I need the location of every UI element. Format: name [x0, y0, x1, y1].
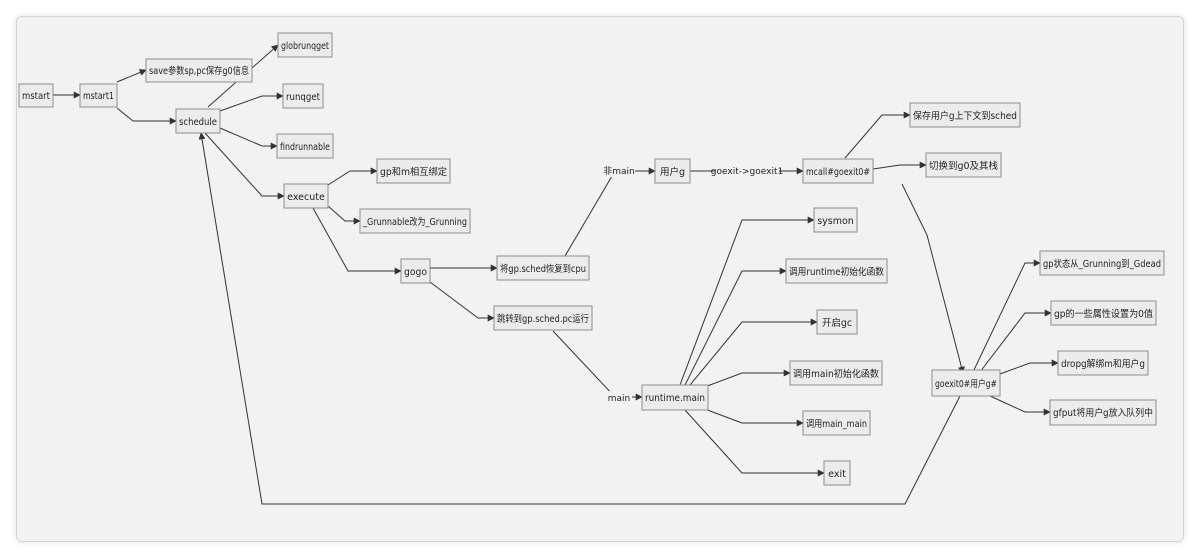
node-gp-props[interactable]: gp的一些属性设置为0值 [1050, 300, 1157, 326]
node-gfput[interactable]: gfput将用户g放入队列中 [1049, 399, 1157, 426]
node-main-main[interactable]: 调用main_main [802, 410, 871, 436]
node-gp-m-bind[interactable]: gp和m相互绑定 [376, 158, 451, 184]
svg-text:将gp.sched恢复到cpu: 将gp.sched恢复到cpu [500, 263, 586, 275]
edge-mstart1-schedule [116, 107, 177, 125]
edge-mcall-switch [872, 161, 927, 170]
svg-text:用户g: 用户g [660, 166, 685, 178]
svg-text:gp和m相互绑定: gp和m相互绑定 [380, 166, 447, 178]
edge-execute-gogo [312, 207, 402, 275]
svg-text:_Grunnable改为_Grunning: _Grunnable改为_Grunning [362, 216, 467, 228]
node-goexit0[interactable]: goexit0#用户g# [931, 369, 1001, 397]
edge-label-non-main: 非main [603, 165, 635, 177]
node-switch-g0[interactable]: 切换到g0及其栈 [925, 152, 1002, 178]
node-mcall[interactable]: mcall#goexit0# [802, 158, 874, 184]
edge-mcall-save [844, 111, 911, 159]
node-mstart[interactable]: mstart [18, 83, 54, 108]
node-runtime-init[interactable]: 调用runtime初始化函数 [785, 258, 888, 284]
svg-text:切换到g0及其栈: 切换到g0及其栈 [929, 160, 998, 172]
node-execute[interactable]: execute [283, 183, 329, 209]
node-gogo[interactable]: gogo [400, 258, 431, 284]
node-globrunqget[interactable]: globrunqget [277, 32, 333, 58]
svg-text:exit: exit [828, 469, 846, 480]
edge-jump-runtimemain [552, 330, 643, 401]
node-runtime-main[interactable]: runtime.main [641, 384, 709, 411]
node-dropg[interactable]: dropg解绑m和用户g [1057, 350, 1149, 376]
edge-goexit0-status [972, 259, 1041, 373]
node-save-params[interactable]: save参数sp,pc保存g0信息 [145, 58, 253, 83]
node-gp-status[interactable]: gp状态从_Grunning到_Gdead [1039, 250, 1165, 276]
edge-rt-sysmon [679, 216, 815, 386]
svg-text:gp状态从_Grunning到_Gdead: gp状态从_Grunning到_Gdead [1043, 258, 1161, 270]
svg-text:gogo: gogo [404, 267, 427, 278]
edge-rt-maininit [701, 369, 791, 389]
edge-mcall-goexit0 [901, 183, 965, 374]
svg-text:gfput将用户g放入队列中: gfput将用户g放入队列中 [1053, 407, 1153, 419]
svg-text:execute: execute [287, 192, 325, 203]
edge-goexit0-dropg [999, 359, 1059, 375]
svg-text:调用runtime初始化函数: 调用runtime初始化函数 [789, 266, 884, 278]
node-grunnable-to-grunning[interactable]: _Grunnable改为_Grunning [359, 208, 471, 234]
edge-goexit0-gfput [989, 395, 1051, 416]
edge-schedule-findrunnable [219, 127, 278, 150]
svg-text:调用main初始化函数: 调用main初始化函数 [793, 368, 879, 380]
svg-text:开启gc: 开启gc [822, 317, 852, 329]
svg-text:mcall#goexit0#: mcall#goexit0# [806, 167, 870, 178]
node-gc-start[interactable]: 开启gc [816, 309, 858, 335]
edge-rt-runtimeinit [684, 267, 787, 386]
svg-text:goexit0#用户g#: goexit0#用户g# [935, 378, 997, 390]
svg-text:mstart: mstart [22, 91, 50, 102]
edge-execute-gpbind [327, 167, 378, 186]
node-exit[interactable]: exit [823, 460, 851, 486]
edge-rt-gc [689, 318, 818, 386]
svg-text:gp的一些属性设置为0值: gp的一些属性设置为0值 [1054, 308, 1153, 320]
node-save-user-ctx[interactable]: 保存用户g上下文到sched [909, 102, 1021, 128]
edge-label-main: main [608, 394, 631, 404]
edge-gogo-jump [429, 281, 495, 322]
svg-text:runtime.main: runtime.main [645, 393, 705, 404]
edge-schedule-runqget [219, 92, 284, 112]
svg-text:findrunnable: findrunnable [280, 142, 330, 153]
edge-rt-mainmain [701, 407, 804, 427]
node-sysmon[interactable]: sysmon [813, 207, 858, 233]
svg-text:sysmon: sysmon [817, 216, 854, 227]
edge-rt-exit [684, 409, 825, 477]
node-main-init[interactable]: 调用main初始化函数 [789, 360, 883, 386]
node-runqget[interactable]: runqget [282, 83, 324, 109]
edge-goexit0-props [979, 309, 1052, 373]
node-user-g[interactable]: 用户g [654, 158, 691, 184]
edge-labels: 非main main goexit->goexit1 [603, 164, 783, 404]
nodes: mstart mstart1 save参数sp,pc保存g0信息 schedul… [18, 32, 1165, 486]
svg-text:schedule: schedule [179, 117, 217, 128]
edge-goexit0-schedule [198, 132, 961, 505]
svg-text:保存用户g上下文到sched: 保存用户g上下文到sched [913, 110, 1017, 122]
svg-text:save参数sp,pc保存g0信息: save参数sp,pc保存g0信息 [149, 65, 249, 77]
edges [53, 44, 1059, 505]
svg-text:跳转到gp.sched.pc运行: 跳转到gp.sched.pc运行 [497, 313, 589, 325]
edge-mstart1-save [116, 69, 147, 83]
svg-text:dropg解绑m和用户g: dropg解绑m和用户g [1061, 358, 1145, 370]
node-findrunnable[interactable]: findrunnable [276, 133, 334, 159]
edge-execute-grunnable [327, 205, 361, 225]
svg-text:runqget: runqget [286, 92, 320, 103]
edge-restore-usergm [564, 167, 656, 257]
edge-label-goexit: goexit->goexit1 [711, 167, 783, 177]
node-restore-sched[interactable]: 将gp.sched恢复到cpu [496, 255, 590, 281]
node-jump-pc[interactable]: 跳转到gp.sched.pc运行 [493, 305, 593, 331]
svg-text:调用main_main: 调用main_main [806, 419, 867, 430]
svg-text:globrunqget: globrunqget [281, 41, 329, 52]
edge-schedule-execute [204, 132, 285, 200]
node-mstart1[interactable]: mstart1 [79, 83, 118, 108]
node-schedule[interactable]: schedule [175, 108, 221, 134]
svg-text:mstart1: mstart1 [83, 91, 114, 102]
